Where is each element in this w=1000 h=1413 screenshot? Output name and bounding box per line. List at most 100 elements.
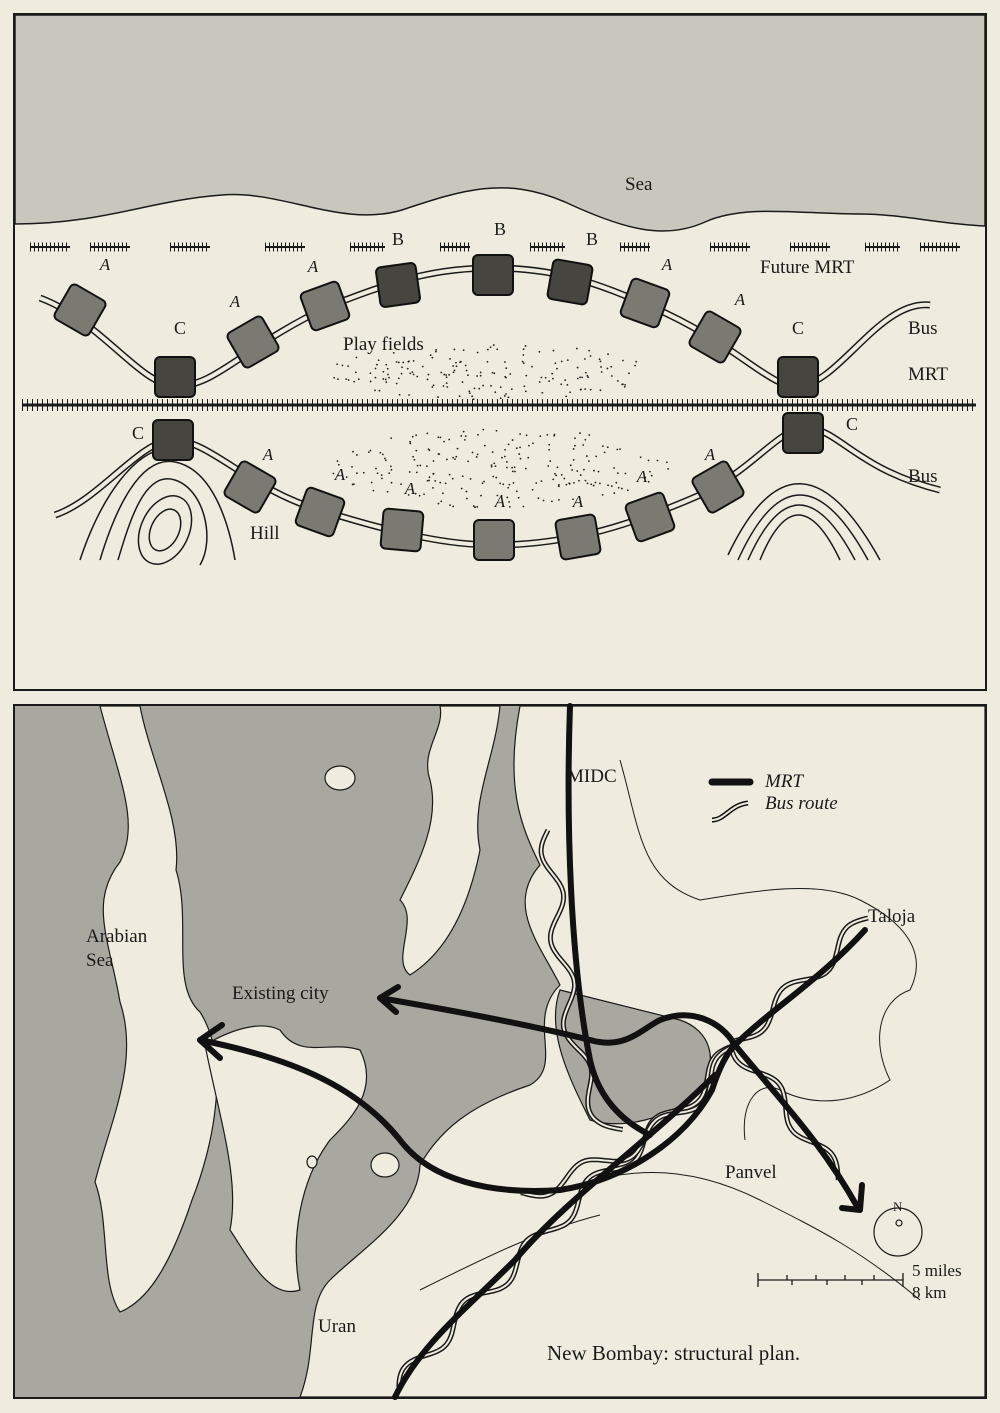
play-field-dot	[572, 448, 575, 450]
play-field-dot	[432, 384, 435, 387]
play-field-dot	[523, 385, 526, 388]
play-field-dot	[510, 388, 513, 391]
play-field-dot	[649, 470, 651, 473]
play-field-dot	[458, 395, 461, 398]
island	[306, 1155, 318, 1169]
play-field-dot	[468, 392, 471, 395]
play-field-dot	[499, 397, 502, 400]
play-field-dot	[411, 435, 414, 438]
play-field-dot	[465, 490, 468, 493]
play-field-dot	[456, 447, 459, 450]
play-field-dot	[489, 346, 492, 349]
play-field-dot	[513, 466, 516, 469]
play-field-dot	[369, 372, 372, 375]
play-field-dot	[565, 395, 568, 398]
play-field-dot	[384, 457, 386, 460]
play-field-dot	[353, 380, 356, 383]
play-field-dot	[503, 395, 506, 397]
play-field-dot	[463, 439, 466, 441]
play-field-dot	[415, 449, 418, 452]
play-field-dot	[384, 459, 387, 462]
play-field-dot	[551, 372, 554, 375]
play-field-dot	[579, 474, 582, 476]
play-field-dot	[588, 434, 591, 436]
play-field-dot	[494, 391, 497, 394]
play-field-dot	[471, 395, 474, 398]
play-field-dot	[414, 492, 417, 495]
play-field-dot	[624, 384, 627, 386]
play-field-dot	[351, 483, 354, 486]
play-field-dot	[472, 505, 475, 507]
play-field-dot	[572, 498, 574, 501]
arrowhead	[839, 1182, 865, 1213]
play-field-dot	[610, 365, 613, 368]
play-field-dot	[532, 442, 534, 445]
play-field-dot	[490, 464, 493, 467]
arrowhead	[197, 1022, 225, 1061]
play-field-dot	[586, 374, 589, 377]
play-field-dot	[531, 488, 534, 491]
station-label: A	[494, 492, 506, 511]
play-field-dot	[413, 458, 416, 461]
play-field-dot	[468, 390, 471, 393]
sea-area	[14, 14, 986, 232]
bus-route-inner	[397, 1044, 736, 1388]
play-field-dot	[437, 436, 440, 439]
mrt-label: MRT	[908, 364, 948, 385]
play-field-dot	[548, 443, 551, 446]
play-field-dot	[440, 500, 443, 503]
play-field-dot	[390, 468, 393, 471]
play-field-dot	[552, 349, 555, 352]
play-field-dot	[356, 454, 358, 456]
scale-km-label: 8 km	[912, 1283, 946, 1302]
play-field-dot	[504, 375, 507, 378]
play-field-dot	[573, 482, 575, 484]
play-field-dot	[495, 429, 498, 432]
play-field-dot	[409, 372, 412, 375]
play-field-dot	[574, 437, 576, 440]
play-field-dot	[594, 481, 597, 484]
play-field-dot	[599, 482, 601, 485]
play-field-dot	[415, 434, 418, 437]
play-field-dot	[426, 479, 429, 482]
play-field-dot	[613, 467, 616, 469]
play-field-dot	[564, 379, 567, 382]
station-a	[691, 460, 745, 514]
play-field-dot	[407, 493, 410, 496]
play-field-dot	[395, 382, 398, 385]
play-field-dot	[491, 371, 494, 374]
play-field-dot	[522, 348, 525, 351]
play-field-dot	[556, 367, 558, 370]
play-field-dot	[475, 456, 478, 458]
play-field-dot	[568, 482, 571, 485]
play-field-dot	[336, 363, 339, 366]
play-field-dot	[455, 365, 458, 368]
play-field-dot	[369, 380, 372, 383]
play-field-dot	[464, 364, 467, 367]
play-field-dot	[397, 377, 400, 380]
play-field-dot	[578, 479, 580, 482]
play-field-dot	[555, 474, 558, 477]
station-label: A	[334, 465, 346, 484]
play-field-dot	[600, 366, 602, 368]
play-field-dot	[378, 389, 381, 392]
play-field-dot	[345, 378, 348, 380]
play-field-dot	[579, 432, 581, 434]
play-field-dot	[513, 470, 516, 473]
station-c	[777, 356, 819, 398]
play-field-dot	[462, 349, 465, 351]
trombay-land	[204, 1025, 368, 1293]
play-field-dot	[540, 376, 543, 379]
play-field-dot	[482, 428, 485, 431]
play-field-dot	[486, 360, 489, 363]
play-field-dot	[619, 448, 621, 451]
play-field-dot	[588, 349, 591, 352]
play-field-dot	[347, 379, 350, 381]
play-field-dot	[569, 464, 572, 467]
play-field-dot	[476, 505, 479, 508]
play-field-dot	[426, 465, 428, 468]
play-field-dot	[610, 375, 613, 377]
play-field-dot	[380, 474, 383, 477]
play-field-dot	[452, 505, 455, 508]
